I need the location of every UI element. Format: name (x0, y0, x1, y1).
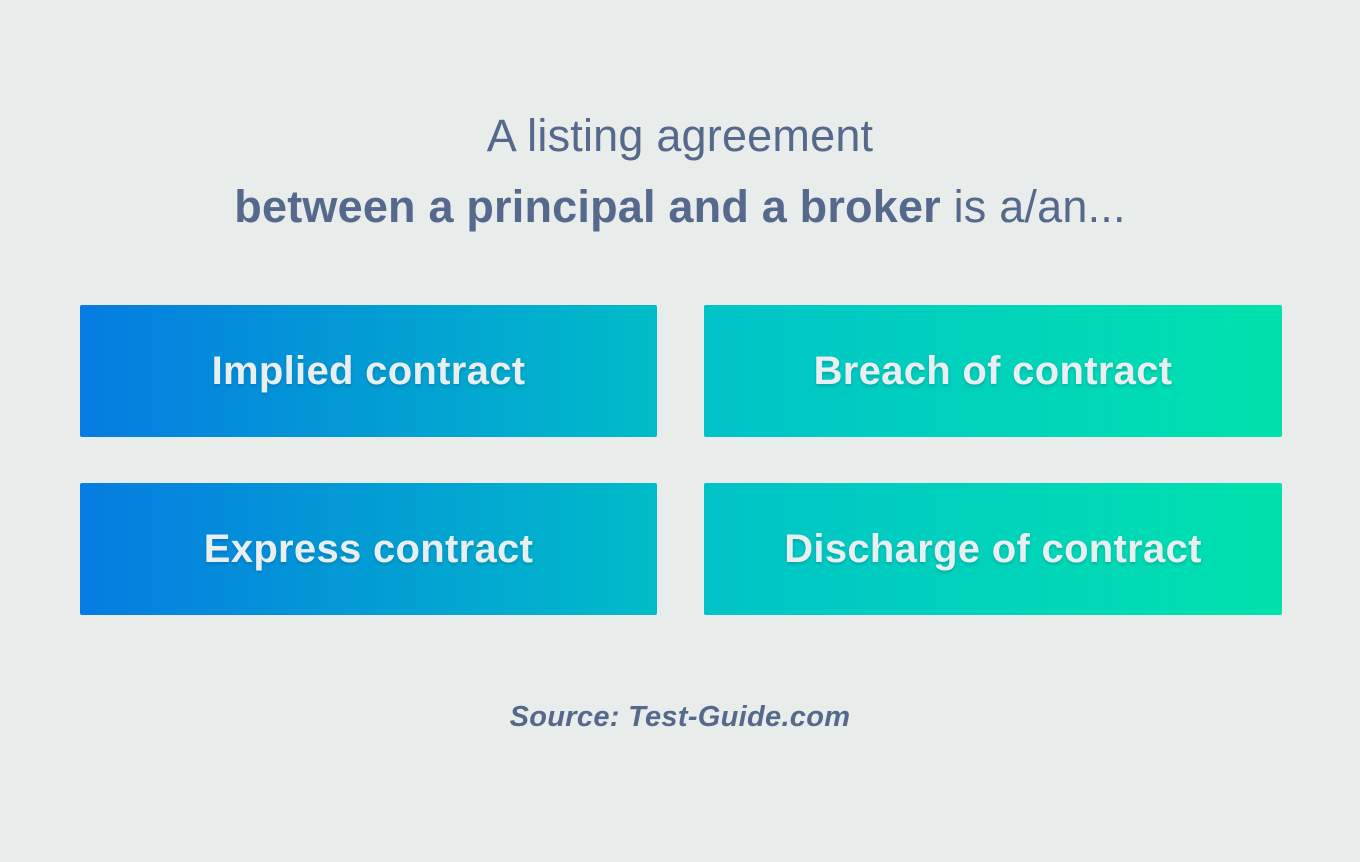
question-line-2-rest: is a/an... (940, 181, 1126, 232)
question-line-2: between a principal and a broker is a/an… (0, 171, 1360, 242)
answer-button-discharge-of-contract[interactable]: Discharge of contract (704, 483, 1282, 615)
question-title: A listing agreement between a principal … (0, 100, 1360, 242)
question-line-1: A listing agreement (486, 110, 874, 161)
answer-button-implied-contract[interactable]: Implied contract (80, 305, 657, 437)
answer-button-breach-of-contract[interactable]: Breach of contract (704, 305, 1282, 437)
answer-button-express-contract[interactable]: Express contract (80, 483, 657, 615)
answer-grid: Implied contract Breach of contract Expr… (80, 305, 1282, 615)
question-line-2-bold: between a principal and a broker (234, 181, 941, 232)
source-attribution: Source: Test-Guide.com (509, 701, 851, 733)
